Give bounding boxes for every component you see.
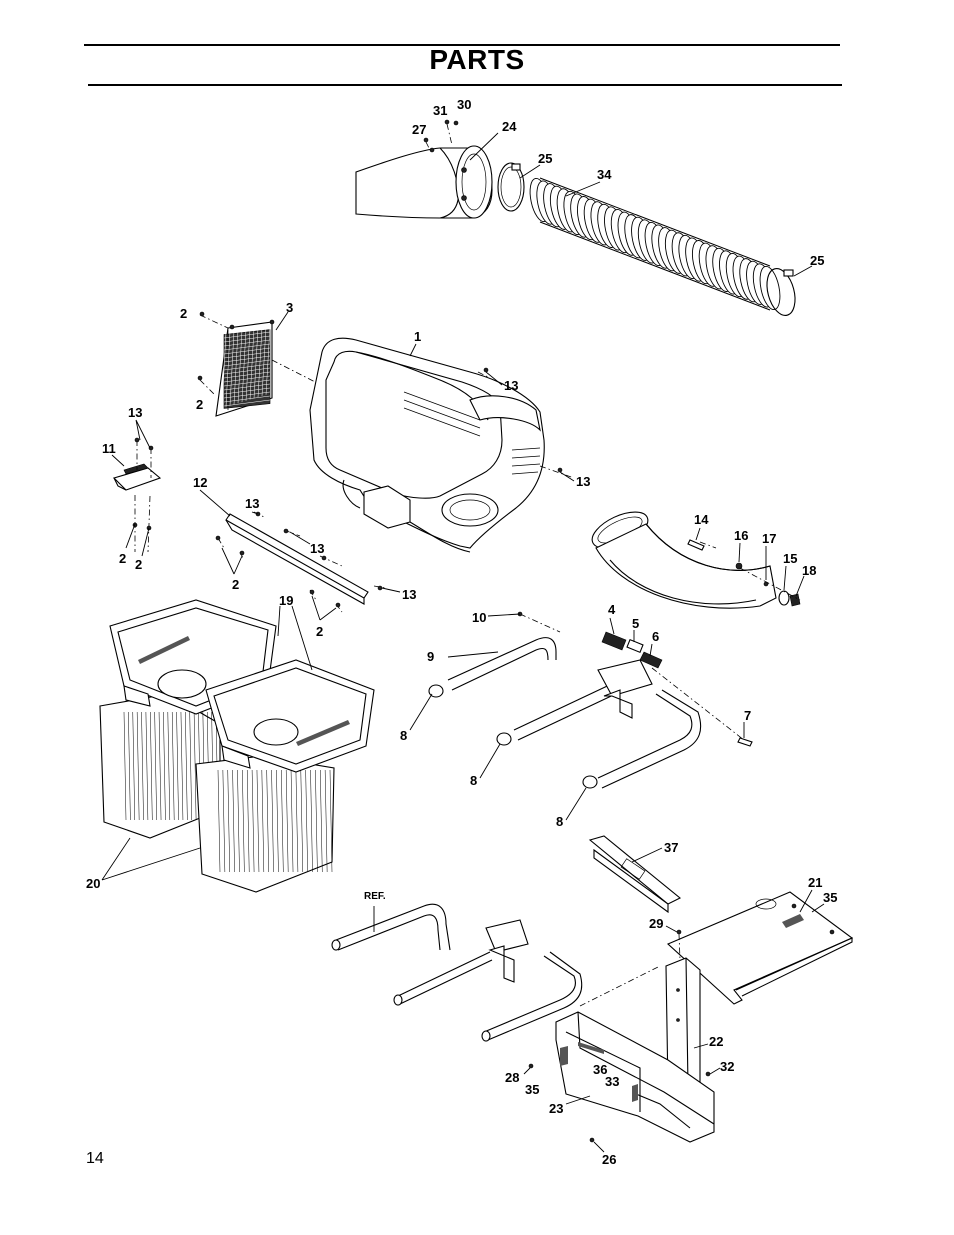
bracket-part-11 xyxy=(112,463,162,491)
callout-5: 5 xyxy=(632,616,639,631)
callout-25-upper: 25 xyxy=(538,151,552,166)
hitch-bracket-part-23 xyxy=(555,1011,715,1143)
callout-23: 23 xyxy=(549,1101,563,1116)
callout-26: 26 xyxy=(602,1152,616,1167)
title-underline xyxy=(88,84,842,86)
page-title: PARTS xyxy=(429,44,525,75)
reference-frame xyxy=(331,903,583,1042)
callout-12: 12 xyxy=(193,475,207,490)
callout-labels: 30 31 27 24 25 34 25 2 3 1 13 2 13 11 13… xyxy=(86,97,837,1167)
callout-28: 28 xyxy=(505,1070,519,1085)
callout-8-right: 8 xyxy=(556,814,563,829)
callout-31: 31 xyxy=(433,103,447,118)
callout-25-lower: 25 xyxy=(810,253,824,268)
callout-16: 16 xyxy=(734,528,748,543)
callout-18: 18 xyxy=(802,563,816,578)
callout-10: 10 xyxy=(472,610,486,625)
callout-4: 4 xyxy=(608,602,616,617)
callout-22: 22 xyxy=(709,1034,723,1049)
bag-assembly-right xyxy=(195,659,375,893)
callout-2-bracket-left: 2 xyxy=(119,551,126,566)
callout-11: 11 xyxy=(102,441,116,456)
hose-clamp-part-25-lower xyxy=(766,268,796,316)
screen-part-3 xyxy=(215,319,275,417)
top-rule xyxy=(84,44,840,46)
callout-13-bracket: 13 xyxy=(128,405,142,420)
callout-33: 33 xyxy=(605,1074,619,1089)
callout-13-strip-mid: 13 xyxy=(310,541,324,556)
callout-21: 21 xyxy=(808,875,822,890)
callout-6: 6 xyxy=(652,629,659,644)
collector-housing-part-1 xyxy=(309,337,545,553)
bag-frame-part-9 xyxy=(428,637,702,789)
callout-2-bracket-right: 2 xyxy=(135,557,142,572)
support-strip-part-12 xyxy=(225,513,369,605)
callout-15: 15 xyxy=(783,551,797,566)
callout-2-strip-left: 2 xyxy=(232,577,239,592)
callout-29: 29 xyxy=(649,916,663,931)
callout-32: 32 xyxy=(720,1059,734,1074)
screws-part-27-30-31 xyxy=(423,119,459,151)
callout-8-left: 8 xyxy=(400,728,407,743)
callout-9: 9 xyxy=(427,649,434,664)
callout-27: 27 xyxy=(412,122,426,137)
mount-plate-part-21 xyxy=(666,891,854,1005)
leader-lines xyxy=(101,132,825,1153)
callout-30: 30 xyxy=(457,97,471,112)
callout-3: 3 xyxy=(286,300,293,315)
callout-34: 34 xyxy=(597,167,612,182)
callout-19: 19 xyxy=(279,593,293,608)
callout-35-plate: 35 xyxy=(823,890,837,905)
callout-36: 36 xyxy=(593,1062,607,1077)
callout-13-housing-side: 13 xyxy=(576,474,590,489)
callout-14: 14 xyxy=(694,512,709,527)
callout-13-strip-end: 13 xyxy=(402,587,416,602)
callout-35-bracket: 35 xyxy=(525,1082,539,1097)
callout-7: 7 xyxy=(744,708,751,723)
callout-ref: REF. xyxy=(364,891,386,902)
chute-elbow-part-24 xyxy=(355,145,493,219)
callout-17: 17 xyxy=(762,531,776,546)
callout-37: 37 xyxy=(664,840,678,855)
hose-clamp-part-25-upper xyxy=(497,162,525,212)
callout-8-mid: 8 xyxy=(470,773,477,788)
callout-2-strip-right: 2 xyxy=(316,624,323,639)
bracket-part-37 xyxy=(588,835,682,914)
spring-part-4 xyxy=(601,631,627,651)
callout-2-screen-bottom: 2 xyxy=(196,397,203,412)
page-number: 14 xyxy=(86,1150,104,1167)
callout-20: 20 xyxy=(86,876,100,891)
callout-2-screen-top: 2 xyxy=(180,306,187,321)
callout-13-housing-top: 13 xyxy=(504,378,518,393)
callout-1: 1 xyxy=(414,329,421,344)
callout-13-strip-top: 13 xyxy=(245,496,259,511)
callout-24: 24 xyxy=(502,119,517,134)
flex-hose-part-34 xyxy=(529,177,781,311)
chute-deflector-part-17 xyxy=(591,511,777,609)
